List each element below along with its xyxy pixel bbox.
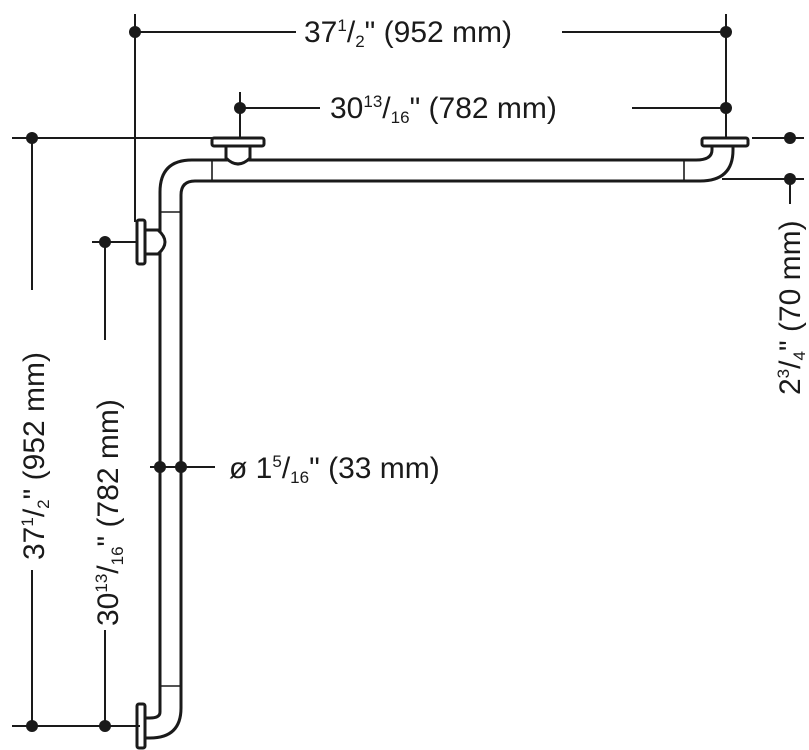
overall-height-endpoint-bottom [26, 720, 38, 732]
grab-bar [135, 136, 750, 750]
overall-height-dimension: 371/2" (952 mm) [12, 132, 212, 732]
inner-height-endpoint-bottom [99, 720, 111, 732]
inner-height-dimension: 3013/16" (782 mm) [92, 236, 137, 732]
elbow-inner [179, 179, 212, 212]
overall-height-endpoint-top [26, 132, 38, 144]
top-left-flange-nut [224, 144, 252, 166]
wall-offset-dimension: 23/4" (70 mm) [722, 132, 809, 395]
diameter-endpoint-right [175, 461, 187, 473]
inner-width-endpoint-right [720, 102, 732, 114]
diameter-endpoint-left [154, 461, 166, 473]
bottom-bend-outer [146, 686, 162, 720]
right-bend-inner [684, 146, 735, 183]
overall-width-endpoint-right [720, 26, 732, 38]
inner-height-label: 3013/16" (782 mm) [92, 399, 127, 626]
right-bend-outer [684, 146, 714, 162]
wall-offset-label: 23/4" (70 mm) [774, 220, 809, 395]
upper-side-flange-nut [143, 228, 167, 256]
inner-width-dimension: 3013/16" (782 mm) [234, 92, 732, 138]
diameter-dimension: ø 15/16" (33 mm) [150, 452, 440, 487]
wall-offset-endpoint-top [784, 132, 796, 144]
inner-width-label: 3013/16" (782 mm) [330, 92, 557, 127]
overall-width-dimension: 371/2" (952 mm) [129, 14, 732, 222]
bottom-bend-inner [146, 686, 183, 740]
overall-height-label: 371/2" (952 mm) [18, 352, 53, 560]
overall-width-endpoint-left [129, 26, 141, 38]
inner-width-endpoint-left [234, 102, 246, 114]
overall-width-label: 371/2" (952 mm) [304, 16, 512, 51]
top-right-flange [700, 136, 750, 148]
wall-offset-endpoint-bottom [784, 173, 796, 185]
diameter-label: ø 15/16" (33 mm) [229, 452, 440, 487]
inner-height-endpoint-top [99, 236, 111, 248]
